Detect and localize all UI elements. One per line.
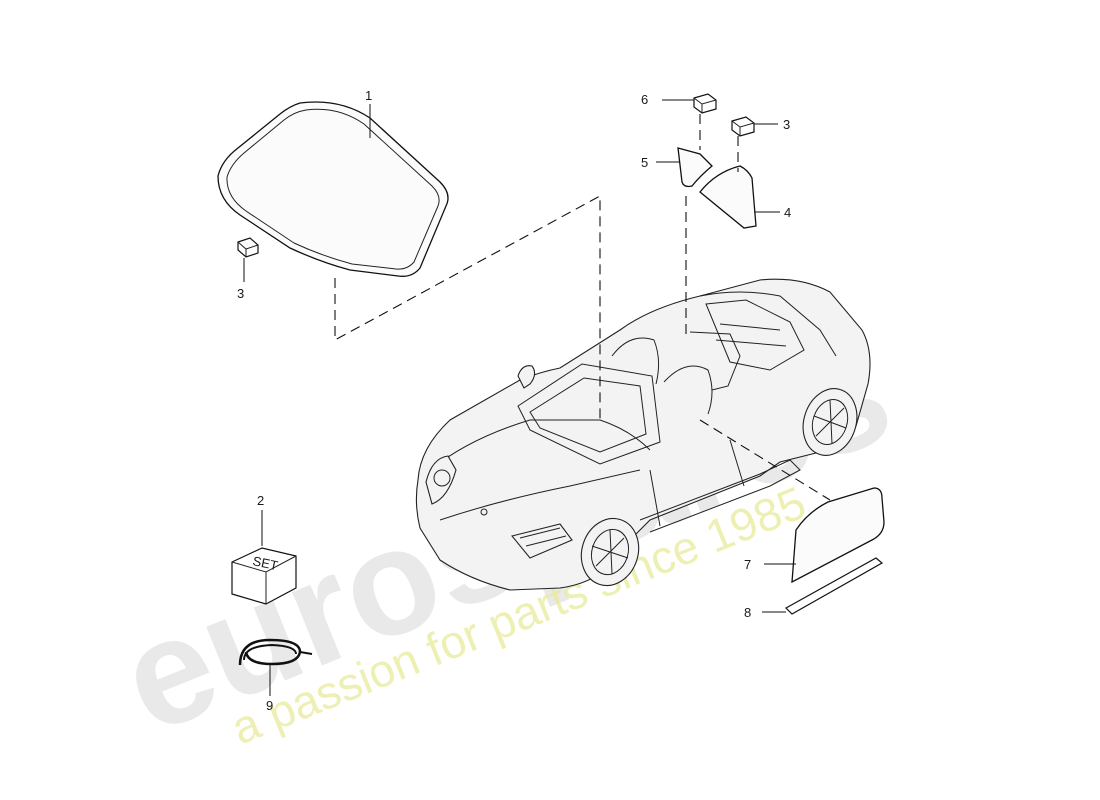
callout-1: 1	[365, 88, 372, 103]
set-box-part-2: SET	[231, 547, 297, 605]
callout-8: 8	[744, 605, 751, 620]
car-illustration	[415, 278, 871, 591]
callouts: 1 3 6 3 5 4 2 7 8 9	[237, 88, 791, 713]
callout-9: 9	[266, 698, 273, 713]
callout-5: 5	[641, 155, 648, 170]
clip-part-right	[731, 116, 755, 137]
windscreen-part	[217, 101, 449, 277]
callout-3-right: 3	[783, 117, 790, 132]
leader-lines	[243, 99, 796, 696]
callout-6: 6	[641, 92, 648, 107]
callout-2: 2	[257, 493, 264, 508]
set-box-label: SET	[251, 553, 279, 573]
cord-part-9	[238, 638, 313, 666]
clip-part-left	[237, 237, 259, 258]
callout-4: 4	[784, 205, 791, 220]
quarter-window-part-4	[699, 165, 757, 229]
quarter-window-part-5	[677, 147, 713, 188]
seal-strip-part-8	[785, 557, 884, 615]
callout-7: 7	[744, 557, 751, 572]
side-window-part-7	[791, 487, 885, 584]
clip-part-6	[693, 93, 717, 114]
callout-3-left: 3	[237, 286, 244, 301]
assembly-lines	[334, 114, 831, 501]
